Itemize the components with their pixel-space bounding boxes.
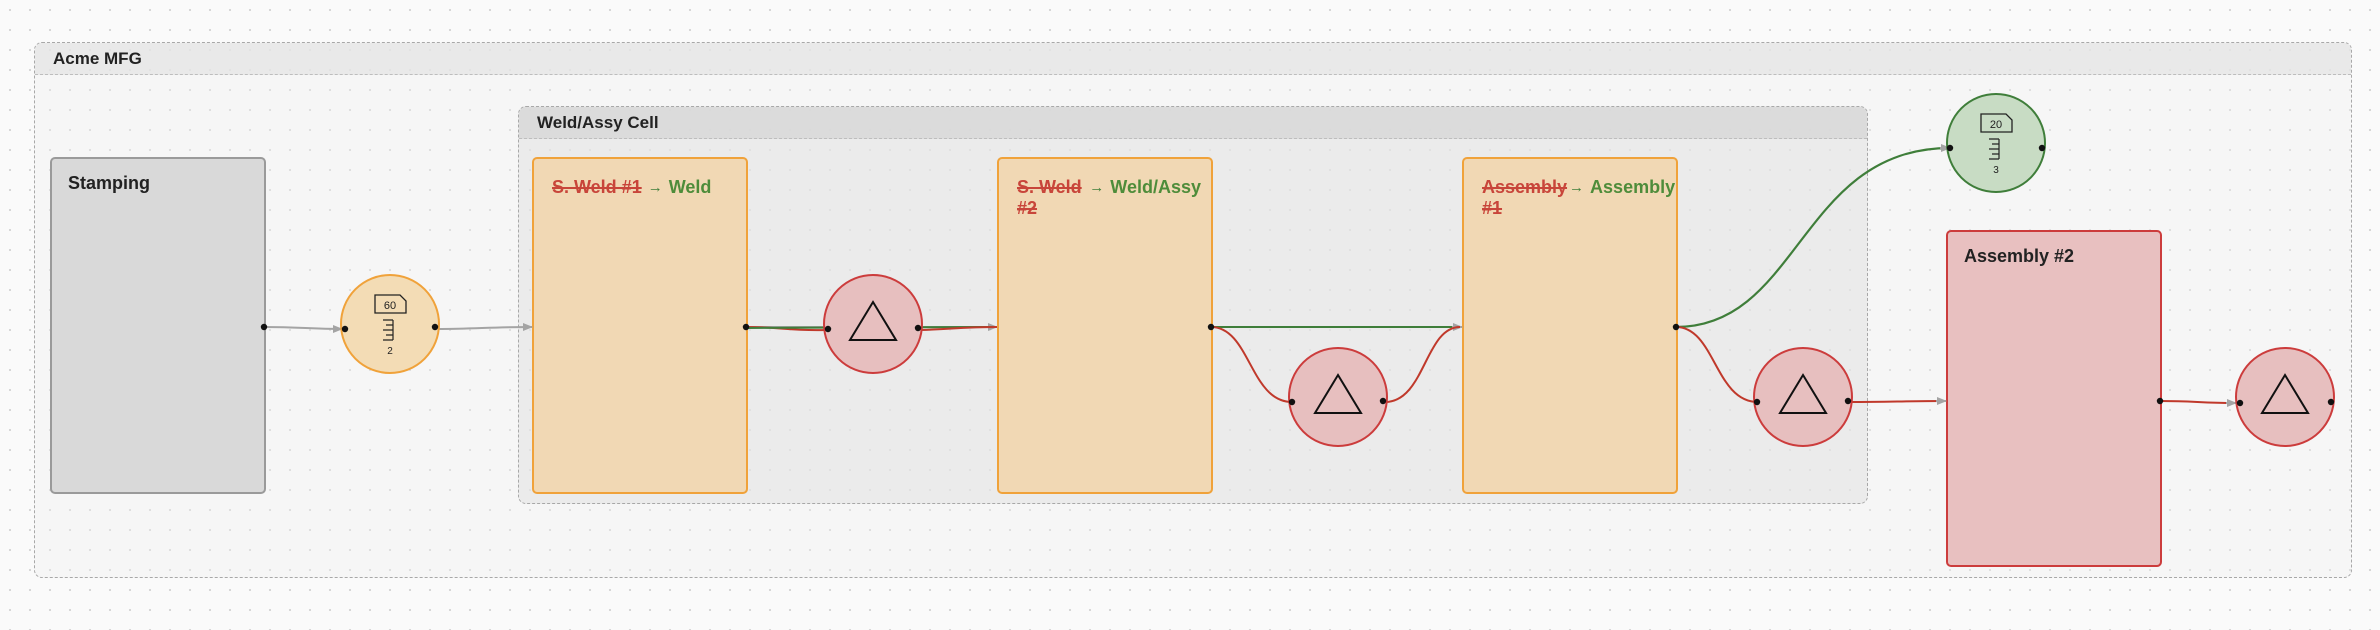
group-label-acme-mfg: Acme MFG [53,49,142,68]
group-header-weld-assy-cell: Weld/Assy Cell [519,107,1867,139]
connection-weld-2-to-inventory-red[interactable] [1210,326,1293,403]
port[interactable] [1288,398,1296,406]
port[interactable] [1379,397,1387,405]
station-assembly-1[interactable]: Assembly #1 → Assembly [1462,157,1678,494]
port[interactable] [742,323,750,331]
new-station-name: Assembly [1590,177,1676,197]
port[interactable] [260,323,268,331]
rename-arrow: → [1089,179,1105,196]
connection-ports [260,144,2335,407]
supermarket-capacity: 60 [384,300,396,312]
station-title-stamping: Stamping [68,173,151,193]
station-weld-1[interactable]: S. Weld #1 → Weld [532,157,748,494]
station-rename-assembly-1: Assembly #1 → Assembly [1482,177,1675,219]
connection-supermarket-to-weld-1[interactable] [436,323,533,332]
connection-inventory-to-weld-2-red[interactable] [919,326,998,331]
port[interactable] [1207,323,1215,331]
supermarket-count: 2 [387,346,393,357]
inventory-triangle-icon [2260,373,2310,414]
new-station-name: Weld [668,177,712,197]
port[interactable] [2327,398,2335,406]
old-station-name: S. Weld #2 [1017,177,1082,218]
inventory-assembly-1-to-assembly-2[interactable] [1753,347,1853,447]
port[interactable] [2156,397,2164,405]
group-label-weld-assy-cell: Weld/Assy Cell [537,113,659,132]
kanban-supermarket-icon: 20 [1980,113,2013,160]
new-station-name: Weld/Assy [1110,177,1201,197]
inventory-weld-2-to-assembly-1[interactable] [1288,347,1388,447]
port[interactable] [824,325,832,333]
old-station-name: S. Weld #1 [552,177,642,197]
port[interactable] [914,324,922,332]
rename-arrow: → [647,179,663,196]
station-weld-2[interactable]: S. Weld #2 → Weld/Assy [997,157,1213,494]
station-rename-weld-1: S. Weld #1 → Weld [552,177,736,199]
supermarket-assembly[interactable]: 20 3 [1946,93,2046,193]
inventory-weld-1-to-weld-2[interactable] [823,274,923,374]
port[interactable] [2236,399,2244,407]
station-title-assembly-2: Assembly #2 [1964,246,2075,266]
port[interactable] [1672,323,1680,331]
inventory-assembly-2-output[interactable] [2235,347,2335,447]
old-station-name: Assembly #1 [1482,177,1568,218]
connection-assembly-2-to-inventory-red[interactable] [2159,400,2237,404]
station-stamping[interactable]: Stamping [50,157,266,494]
kanban-supermarket-icon: 60 [374,294,407,341]
connection-inventory-to-assembly-2-red[interactable] [1849,400,1947,403]
inventory-triangle-icon [1778,373,1828,414]
connection-assembly-1-to-green-supermarket[interactable] [1675,146,1951,329]
inventory-triangle-icon [848,300,898,341]
port[interactable] [431,323,439,331]
port[interactable] [2038,144,2046,152]
connection-stamping-to-supermarket[interactable] [263,324,343,333]
connection-inventory-to-assembly-1-red[interactable] [1384,326,1461,403]
supermarket-count: 3 [1993,165,1999,176]
port[interactable] [1753,398,1761,406]
connection-assembly-1-to-inventory-red[interactable] [1675,326,1759,403]
port[interactable] [1946,144,1954,152]
port[interactable] [1844,397,1852,405]
supermarket-capacity: 20 [1990,119,2002,131]
port[interactable] [341,325,349,333]
supermarket-stamping[interactable]: 60 2 [340,274,440,374]
station-rename-weld-2: S. Weld #2 → Weld/Assy [1017,177,1201,219]
group-header-acme-mfg: Acme MFG [35,43,2351,75]
station-assembly-2[interactable]: Assembly #2 [1946,230,2162,567]
inventory-triangle-icon [1313,373,1363,414]
rename-arrow: → [1569,179,1585,196]
